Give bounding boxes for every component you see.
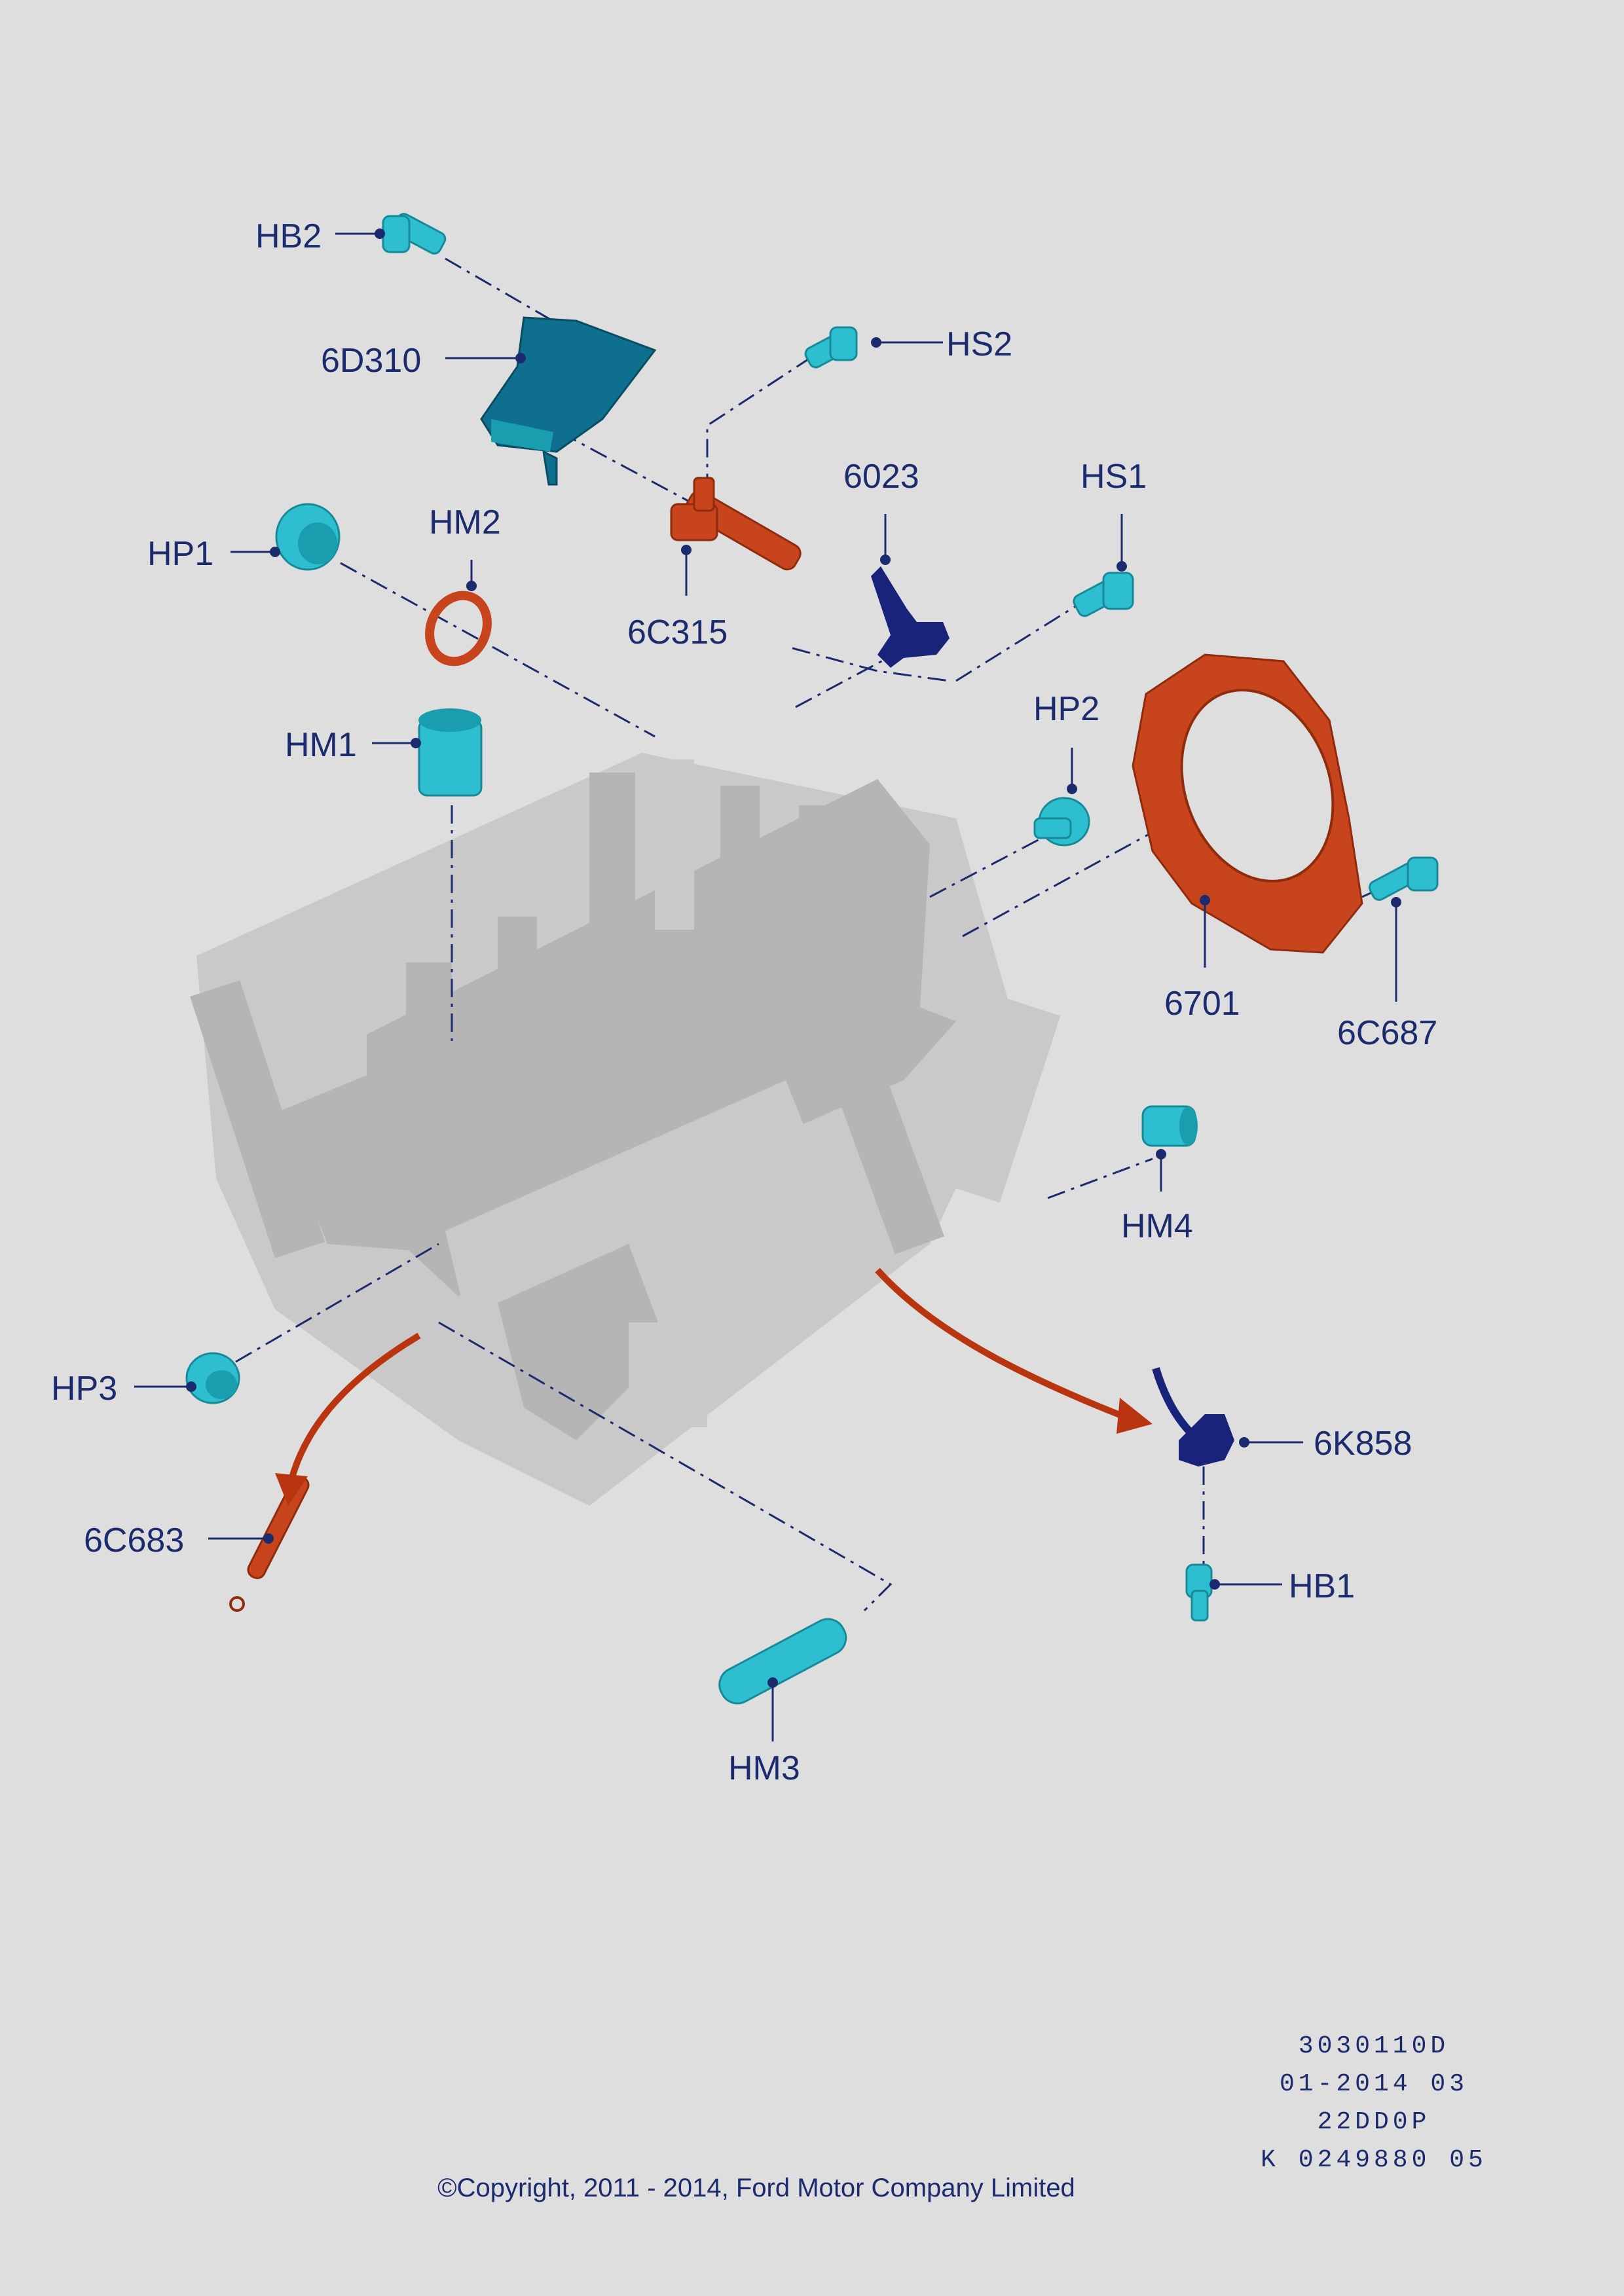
label-6701: 6701 — [1164, 985, 1240, 1023]
oring-hm2-part — [425, 591, 492, 666]
dowel-hm4-part — [1141, 1105, 1198, 1147]
label-6c687: 6C687 — [1337, 1014, 1437, 1052]
reference-line-4: K 0249880 05 — [1261, 2146, 1487, 2174]
label-6c683: 6C683 — [84, 1522, 184, 1559]
reference-line-3: 22DD0P — [1318, 2108, 1431, 2136]
direction-arrows — [275, 1267, 1153, 1506]
sleeve-hm1-part — [418, 708, 483, 797]
label-6c315: 6C315 — [627, 613, 728, 651]
label-hb2: HB2 — [255, 217, 322, 255]
plate-6701-part — [1132, 653, 1363, 954]
leader-lines — [134, 228, 1401, 1741]
part-labels: HB2 6D310 HS2 6023 HS1 HP1 HM2 6C315 HM1… — [51, 217, 1437, 1787]
bolt-hs1-part — [1073, 572, 1134, 617]
arrow-head-left — [275, 1473, 308, 1506]
label-hp2: HP2 — [1033, 690, 1099, 728]
bracket-6d310-part — [480, 316, 657, 486]
bracket-6023-part — [871, 566, 950, 668]
plug-hp1-part — [275, 503, 341, 571]
bolt-hb2-part — [382, 213, 447, 255]
engine-block-illustration — [190, 753, 1061, 1506]
label-6d310: 6D310 — [321, 342, 421, 380]
label-hb1: HB1 — [1289, 1567, 1355, 1605]
reference-line-1: 3030110D — [1299, 2032, 1449, 2060]
label-hs1: HS1 — [1080, 458, 1147, 496]
label-hm1: HM1 — [285, 726, 357, 764]
bolt-hb1-part — [1185, 1563, 1213, 1622]
label-hm3: HM3 — [728, 1749, 800, 1787]
label-hs2: HS2 — [946, 325, 1012, 363]
label-hm4: HM4 — [1121, 1207, 1193, 1245]
label-hp3: HP3 — [51, 1370, 117, 1408]
label-6023: 6023 — [843, 458, 919, 496]
bolt-6c687-part — [1368, 856, 1439, 901]
bolt-hs2-part — [804, 326, 858, 369]
label-6k858: 6K858 — [1314, 1425, 1412, 1463]
label-hp1: HP1 — [147, 535, 213, 573]
label-hm2: HM2 — [429, 503, 501, 541]
sensor-6k858-part — [1152, 1367, 1234, 1467]
arrow-head-right — [1116, 1398, 1153, 1434]
dowel-hm3-part — [718, 1618, 847, 1705]
copyright-notice: ©Copyright, 2011 - 2014, Ford Motor Comp… — [437, 2174, 1075, 2202]
sensor-6c315-part — [670, 477, 802, 571]
reference-line-2: 01-2014 03 — [1280, 2070, 1468, 2098]
reference-block: 3030110D 01-2014 03 22DD0P K 0249880 05 — [1261, 2032, 1487, 2174]
plug-hp3-part — [185, 1352, 240, 1404]
plug-hp2-part — [1033, 797, 1090, 847]
